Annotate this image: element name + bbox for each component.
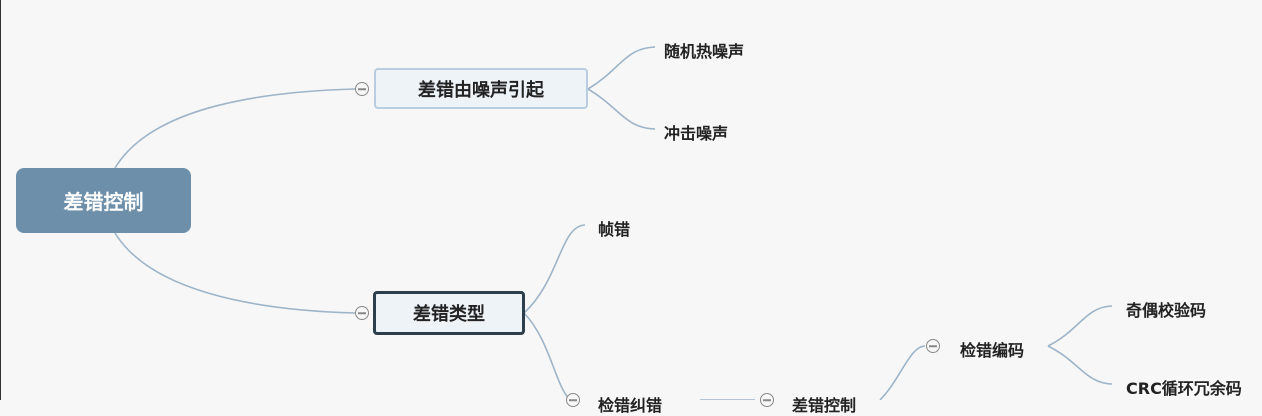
leaf-branch2-1[interactable]: 帧错 — [598, 220, 631, 239]
connector-root-branch2 — [114, 232, 356, 314]
connector-detect-leaf2 — [1047, 345, 1113, 385]
collapse-toggle-branch2[interactable] — [355, 306, 369, 320]
topic-detect-coding[interactable]: 检错编码 — [960, 341, 1025, 360]
collapse-toggle-detect[interactable] — [926, 339, 940, 353]
connector-branch2-leaf1 — [523, 224, 586, 314]
root-node[interactable]: 差错控制 — [16, 168, 191, 233]
connector-detect-leaf1 — [1047, 305, 1113, 347]
leaf-detect-2[interactable]: CRC循环冗余码 — [1126, 379, 1242, 398]
connector-branch2-leaf2 — [523, 312, 571, 400]
topic-branch1[interactable]: 差错由噪声引起 — [374, 68, 588, 109]
connector-root-branch1 — [114, 88, 356, 169]
collapse-toggle-partial-2[interactable] — [760, 393, 774, 407]
leaf-detect-1[interactable]: 奇偶校验码 — [1126, 301, 1207, 320]
connector-partial-up — [879, 345, 926, 400]
topic-branch2[interactable]: 差错类型 — [373, 291, 525, 335]
connector-branch1-leaf1 — [587, 46, 656, 90]
collapse-toggle-partial-1[interactable] — [566, 393, 580, 407]
connector-branch1-leaf2 — [587, 88, 656, 130]
canvas-left-border — [0, 0, 1, 400]
leaf-branch2-2-partial[interactable]: 检错纠错 — [598, 396, 663, 415]
collapse-toggle-branch1[interactable] — [355, 82, 369, 96]
leaf-branch1-1[interactable]: 随机热噪声 — [664, 42, 745, 61]
connector-lines — [114, 46, 1113, 400]
partial-middle-node[interactable]: 差错控制 — [792, 396, 857, 415]
leaf-branch1-2[interactable]: 冲击噪声 — [664, 124, 729, 143]
